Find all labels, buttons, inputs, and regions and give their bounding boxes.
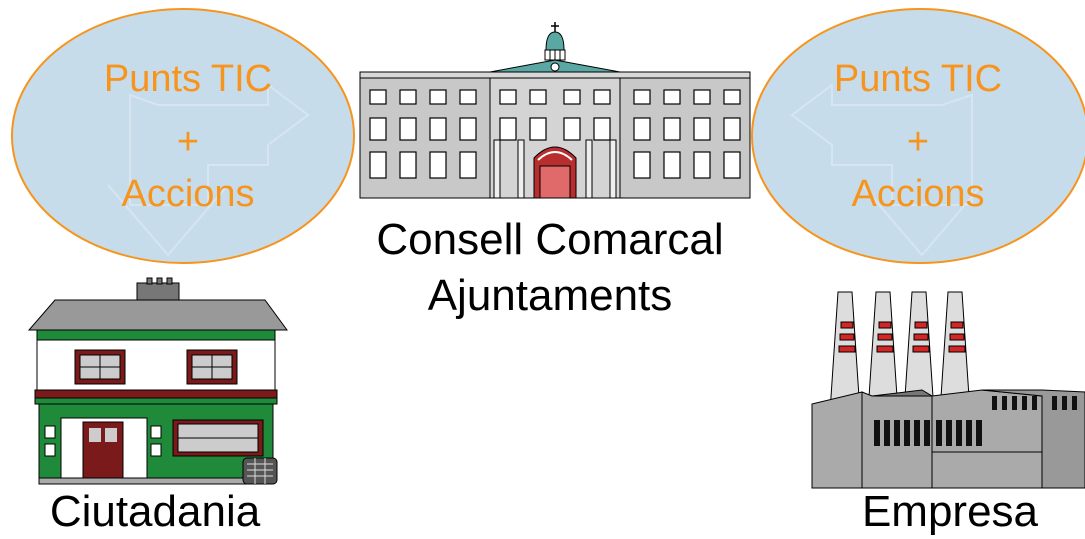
right-caption: Empresa (861, 487, 1039, 536)
faded-arrow-icon (107, 83, 310, 257)
right-bubble-line1: Punts TIC (833, 58, 1003, 100)
center-caption-line2: Ajuntaments (427, 271, 673, 320)
faded-arrow-icon (790, 83, 983, 257)
town-hall-illustration (359, 22, 751, 199)
right-bubble (751, 8, 1085, 264)
center-caption-line1: Consell Comarcal (376, 215, 724, 264)
left-bubble-line1: Punts TIC (103, 58, 273, 100)
left-bubble-line2: + (176, 121, 200, 163)
left-bubble (11, 8, 355, 264)
factory-illustration (811, 291, 1085, 489)
right-bubble-line3: Accions (851, 173, 985, 215)
right-bubble-line2: + (906, 121, 930, 163)
left-bubble-line3: Accions (121, 173, 255, 215)
left-caption: Ciutadania (49, 487, 261, 536)
house-illustration (27, 277, 288, 485)
